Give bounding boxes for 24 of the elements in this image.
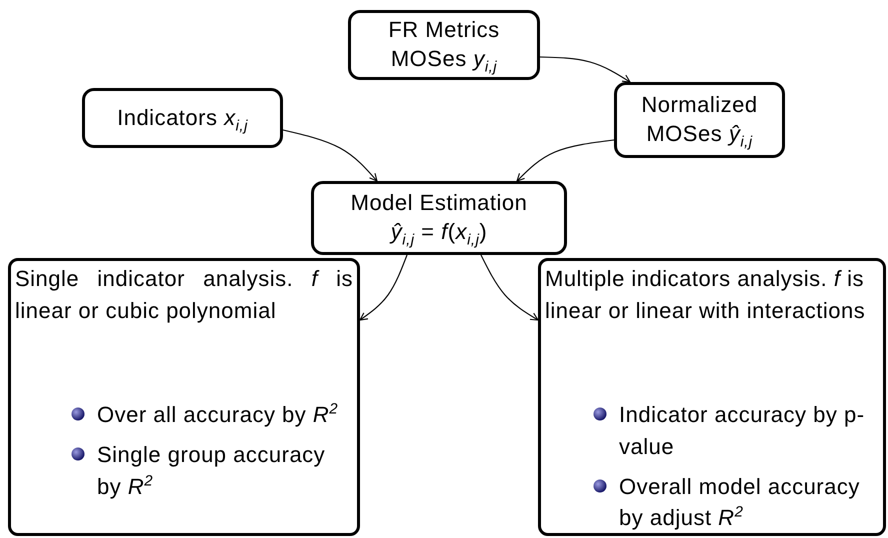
arrow (359, 254, 408, 321)
box-title: Normalized (641, 91, 758, 120)
box-title: Multiple indicators analysis. f is linear or linear with interactions (545, 265, 866, 325)
box-title: Model Estimation (350, 189, 528, 218)
process-box (614, 82, 785, 158)
arrow (540, 56, 631, 83)
process-box (348, 10, 540, 80)
bullet-text: Single group accuracy by R$^{2}$ (97, 440, 326, 501)
process-box (311, 181, 567, 255)
arrow (282, 129, 378, 182)
bullet-text: Overall model accuracy by adjust R$^{2}$ (619, 472, 861, 532)
box-title: Single indicator analysis. f is linear or cubic polynomial (15, 265, 353, 325)
box-text: ŷ$_{i,j}$ = f(x$_{i,j}$) (390, 218, 488, 247)
process-box (82, 88, 283, 148)
box-title: FR Metrics (388, 16, 500, 44)
arrow (480, 254, 539, 321)
analysis-box (8, 258, 360, 536)
box-title: Indicators x$_{i,j}$ (117, 104, 248, 132)
bullet-text: Indicator accuracy by p-value (619, 400, 866, 461)
analysis-box (538, 258, 886, 536)
box-text: MOSes y$_{i,j}$ (390, 45, 498, 74)
bullet-text: Over all accuracy by R$^{2}$ (97, 399, 338, 429)
arrow (516, 139, 614, 182)
box-text: MOSes ŷ$_{i,j}$ (646, 120, 753, 149)
